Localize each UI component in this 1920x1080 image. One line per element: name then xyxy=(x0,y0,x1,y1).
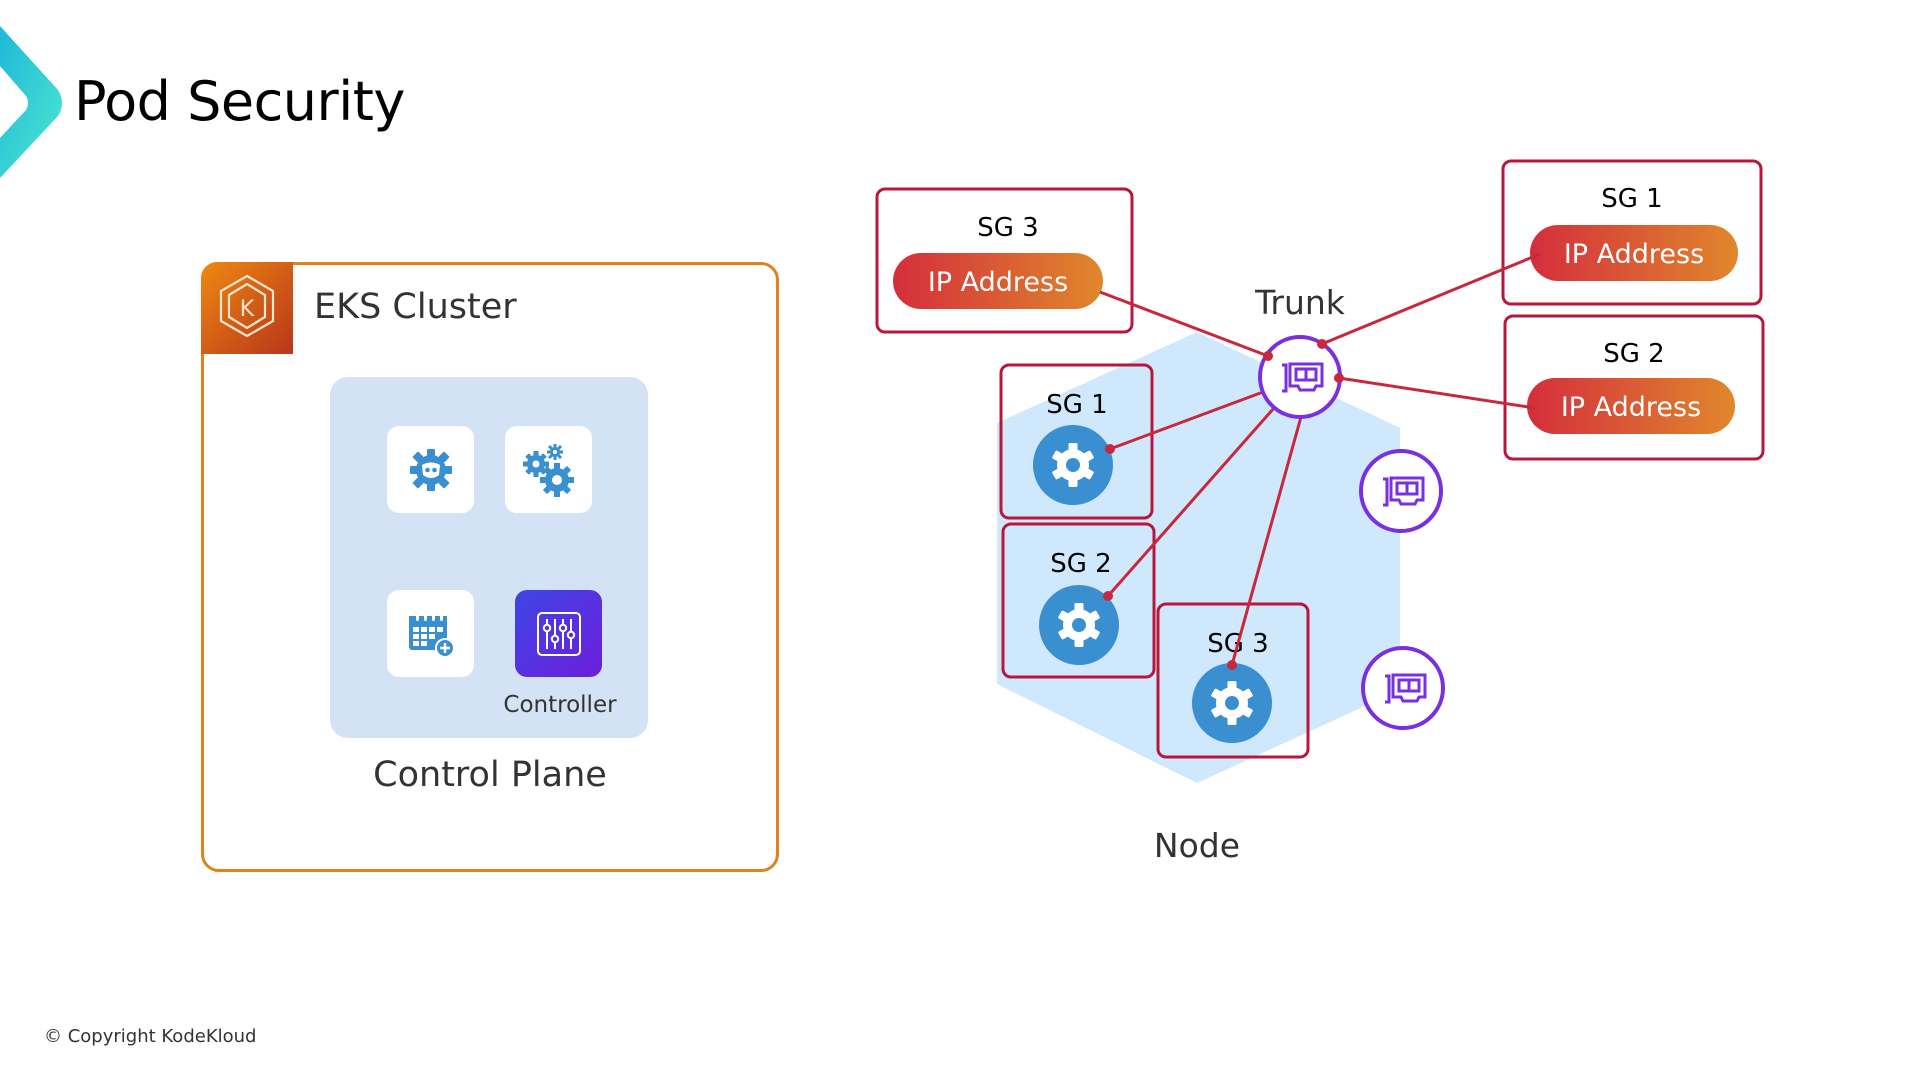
connector-trunk-pod3 xyxy=(1230,416,1303,666)
connectors xyxy=(1099,252,1541,666)
controller-tile xyxy=(515,590,602,677)
svg-text:K: K xyxy=(240,297,255,322)
eks-k-hexagon-icon: K xyxy=(201,262,293,354)
eni-3 xyxy=(1361,646,1445,730)
sg-label: SG 2 xyxy=(1050,549,1111,579)
controller-manager-tile xyxy=(505,426,592,513)
branch-eni-sg2: SG 2 IP Address xyxy=(1503,314,1765,461)
eks-cluster-container xyxy=(201,262,779,872)
scheduler-calendar-icon xyxy=(408,611,455,658)
trunk-eni xyxy=(1258,335,1342,419)
ip-address-label: IP Address xyxy=(1564,239,1704,270)
ip-address-pill xyxy=(1530,225,1738,281)
etcd-tile xyxy=(387,426,474,513)
ip-address-pill xyxy=(893,253,1103,309)
branch-eni-sg3: SG 3 IP Address xyxy=(875,187,1134,334)
ip-address-label: IP Address xyxy=(928,267,1068,298)
eks-cluster-label: EKS Cluster xyxy=(314,287,517,327)
connector-trunk-sg2-ip xyxy=(1338,376,1536,410)
controller-manager-gears-icon xyxy=(522,443,574,497)
controller-label: Controller xyxy=(503,692,617,718)
eni-2 xyxy=(1359,449,1443,533)
etcd-gear-icon xyxy=(409,448,452,491)
connector-trunk-pod2 xyxy=(1106,407,1276,597)
copyright-text: © Copyright KodeKloud xyxy=(44,1026,257,1047)
connector-trunk-sg3-ip xyxy=(1099,290,1269,358)
pod-sg1: SG 1 xyxy=(999,363,1154,520)
connector-trunk-pod1 xyxy=(1109,390,1264,451)
kodekloud-chevron-logo xyxy=(0,26,62,178)
ip-address-label: IP Address xyxy=(1561,392,1701,423)
connector-trunk-sg1-ip xyxy=(1321,252,1541,346)
node-label: Node xyxy=(1154,826,1240,865)
scheduler-tile xyxy=(387,590,474,677)
pod-sg3: SG 3 xyxy=(1156,602,1310,759)
connector-dots xyxy=(1103,339,1344,670)
sg-label: SG 3 xyxy=(977,213,1038,243)
page-title: Pod Security xyxy=(74,70,405,133)
control-plane-panel xyxy=(330,377,648,738)
trunk-label: Trunk xyxy=(1254,283,1346,322)
branch-eni-sg1: SG 1 IP Address xyxy=(1501,159,1763,306)
pod-sg2: SG 2 xyxy=(1001,522,1156,679)
sg-label: SG 1 xyxy=(1046,390,1107,420)
sg-label: SG 2 xyxy=(1603,339,1664,369)
controller-sliders-icon xyxy=(536,611,581,656)
control-plane-label: Control Plane xyxy=(373,755,607,795)
ip-address-pill xyxy=(1527,378,1735,434)
sg-label: SG 1 xyxy=(1601,184,1662,214)
